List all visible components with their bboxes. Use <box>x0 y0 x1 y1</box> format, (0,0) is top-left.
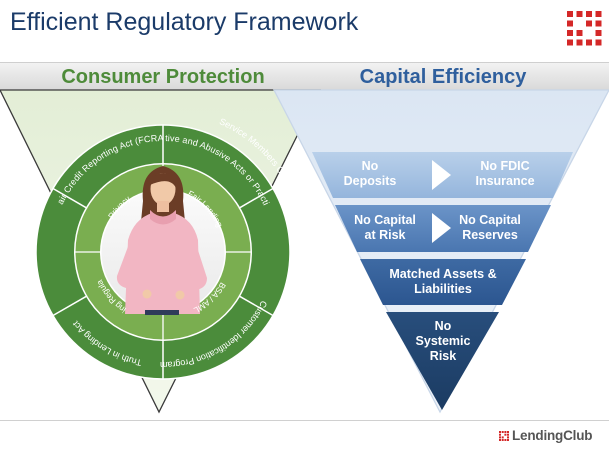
bar-row-4 <box>386 312 499 410</box>
footer-brand-text: LendingClub <box>512 428 593 443</box>
capital-efficiency-pyramid <box>312 152 573 410</box>
lendingclub-mark-icon <box>499 430 509 441</box>
header-band <box>0 62 609 90</box>
arrow-right-icon <box>432 160 451 190</box>
lendingclub-grid-logo <box>567 11 602 46</box>
bar-row-3 <box>360 259 526 305</box>
arrow-right-icon <box>432 213 451 243</box>
consumer-protection-heading: Consumer Protection <box>61 66 264 88</box>
row3-center-text: Matched Assets &Liabilities <box>389 267 496 296</box>
person-illustration <box>116 166 207 315</box>
capital-efficiency-heading: Capital Efficiency <box>360 66 528 88</box>
slide-title: Efficient Regulatory Framework <box>10 8 359 36</box>
footer-brand: LendingClub <box>499 428 592 443</box>
